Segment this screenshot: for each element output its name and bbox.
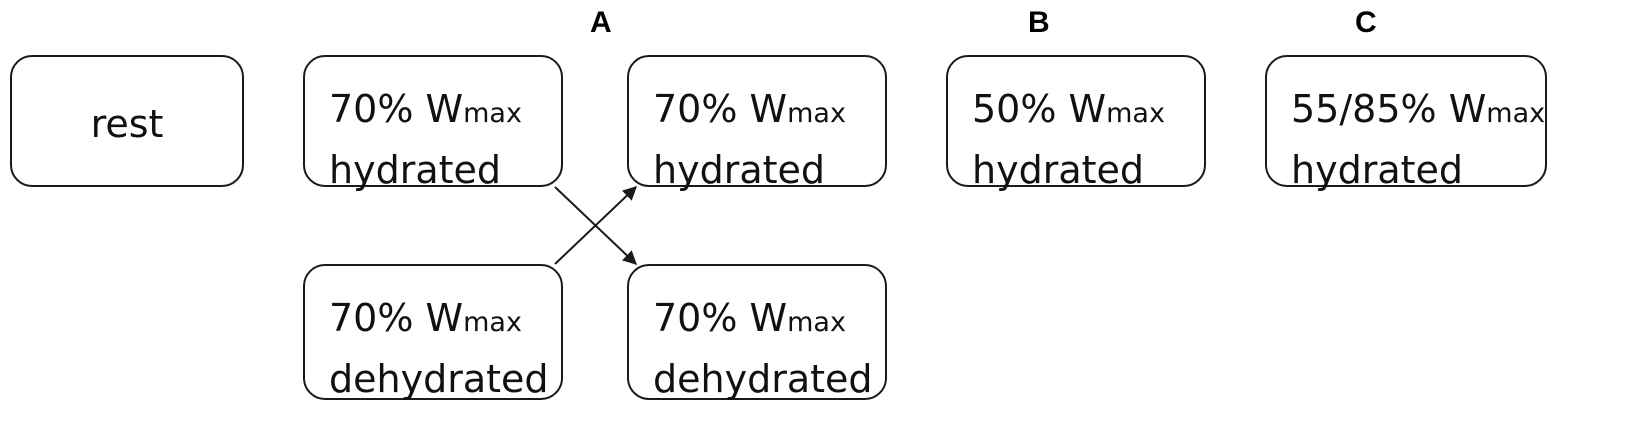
hydration-state: hydrated bbox=[1291, 148, 1464, 192]
hydration-state: dehydrated bbox=[329, 357, 549, 401]
section-label-a: A bbox=[590, 6, 612, 39]
hydration-state: hydrated bbox=[329, 148, 502, 192]
box-a-hydrated-start: 70% Wmax hydrated bbox=[303, 55, 563, 192]
box-c-hydrated: 55/85% Wmax hydrated bbox=[1265, 55, 1547, 192]
workload-line: 70% Wmax bbox=[653, 87, 846, 131]
hydration-state: hydrated bbox=[972, 148, 1145, 192]
box-a-dehydrated-start: 70% Wmax dehydrated bbox=[303, 264, 563, 401]
workload-line: 70% Wmax bbox=[329, 296, 522, 340]
rest-label: rest bbox=[90, 102, 164, 146]
arrow-dehydrated-to-hydrated bbox=[554, 186, 638, 265]
box-a-dehydrated-end: 70% Wmax dehydrated bbox=[627, 264, 887, 401]
hydration-state: dehydrated bbox=[653, 357, 873, 401]
box-b-hydrated: 50% Wmax hydrated bbox=[946, 55, 1206, 192]
section-label-b: B bbox=[1028, 6, 1050, 39]
workload-line: 70% Wmax bbox=[653, 296, 846, 340]
rest-box: rest bbox=[10, 55, 244, 187]
workload-line: 50% Wmax bbox=[972, 87, 1165, 131]
box-a-hydrated-end: 70% Wmax hydrated bbox=[627, 55, 887, 192]
workload-line: 70% Wmax bbox=[329, 87, 522, 131]
hydration-state: hydrated bbox=[653, 148, 826, 192]
section-label-c: C bbox=[1355, 6, 1377, 39]
workload-line: 55/85% Wmax bbox=[1291, 87, 1546, 131]
